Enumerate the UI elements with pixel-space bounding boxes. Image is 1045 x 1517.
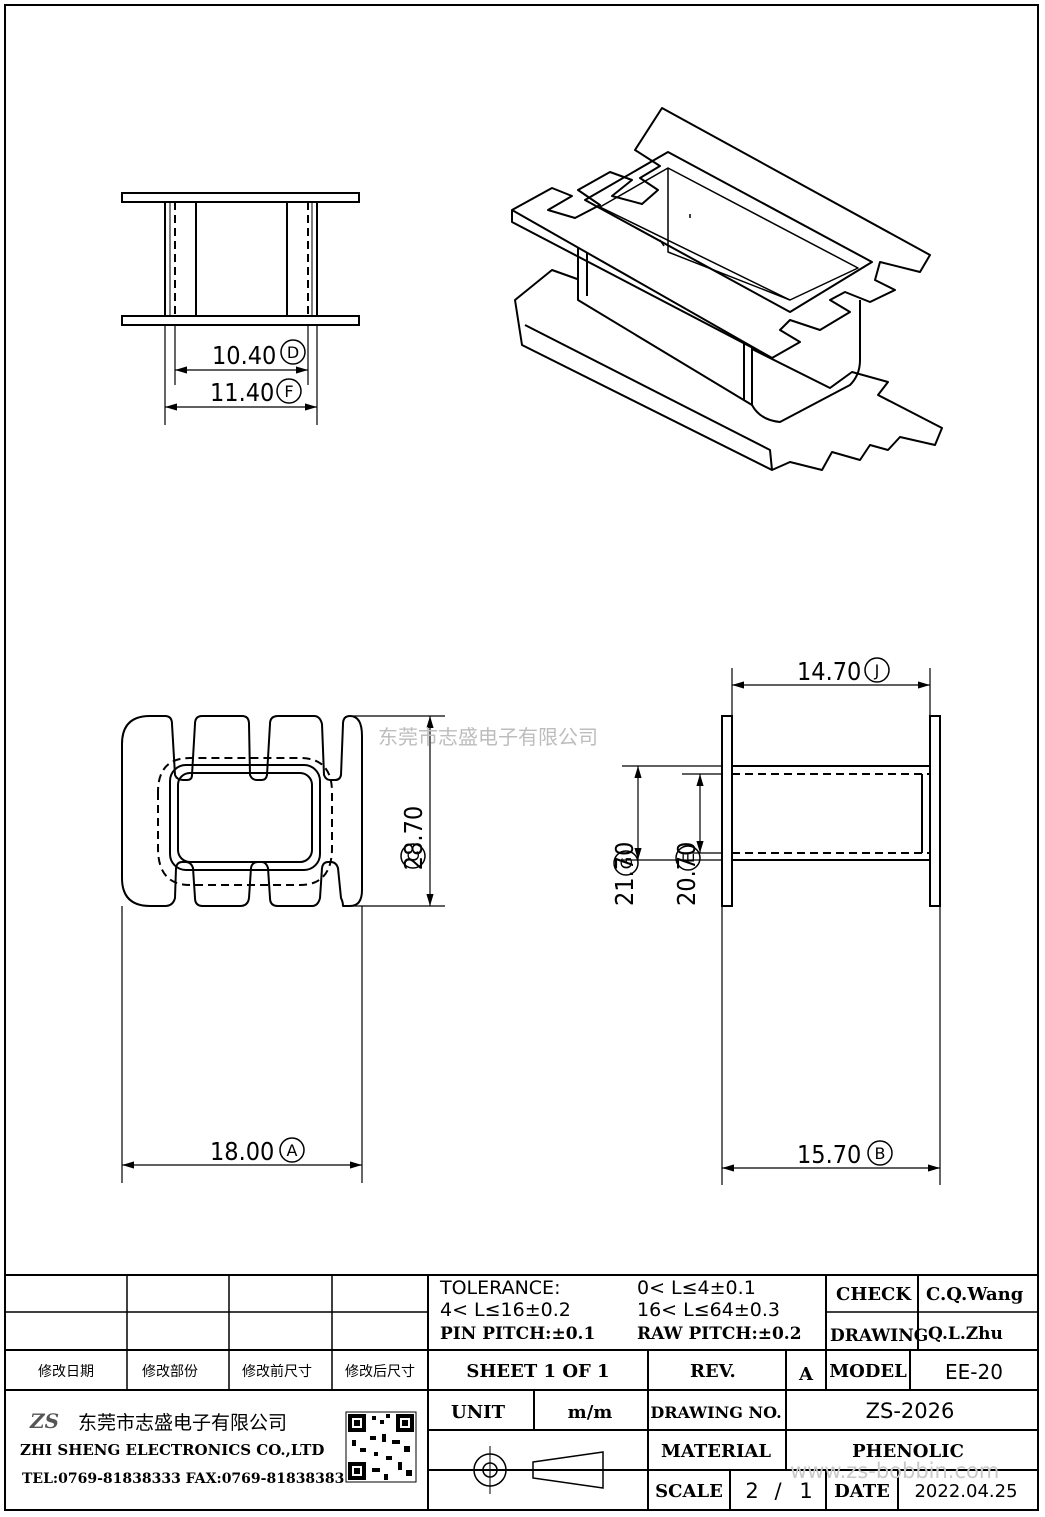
company-name-cn: 东莞市志盛电子有限公司 xyxy=(78,1412,287,1434)
dim-b-label: B xyxy=(875,1144,886,1163)
tolerance-label: TOLERANCE: xyxy=(439,1277,560,1299)
dim-g-value: 21.70 xyxy=(610,842,639,906)
tolerance-2: 4< L≤16±0.2 xyxy=(440,1299,571,1321)
watermark-text: 东莞市志盛电子有限公司 xyxy=(378,725,598,749)
material-value: PHENOLIC xyxy=(852,1441,964,1462)
pin-pitch: PIN PITCH:±0.1 xyxy=(440,1324,595,1344)
scale-b: 1 xyxy=(799,1479,812,1503)
title-block-grid xyxy=(4,1274,1039,1511)
title-block-text: 修改日期 修改部份 修改前尺寸 修改后尺寸 TOLERANCE: 0< L≤4±… xyxy=(20,1277,1024,1503)
front-view xyxy=(613,657,941,1185)
drawing-label: DRAWING xyxy=(830,1326,928,1346)
rev-header-date: 修改日期 xyxy=(38,1364,94,1380)
plan-view xyxy=(121,715,445,1183)
dim-f-value: 11.40 xyxy=(210,378,274,407)
qr-code xyxy=(345,1411,417,1483)
company-contact: TEL:0769-81838333 FAX:0769-81838383 xyxy=(22,1471,344,1487)
sheet-text: SHEET 1 OF 1 xyxy=(466,1361,609,1382)
dim-a-label: A xyxy=(287,1141,298,1160)
date-value: 2022.04.25 xyxy=(914,1481,1017,1502)
tolerance-1: 0< L≤4±0.1 xyxy=(637,1277,756,1299)
dim-g-label: G xyxy=(617,857,636,869)
rev-header-before: 修改前尺寸 xyxy=(242,1363,312,1380)
drawing-value: Q.L.Zhu xyxy=(928,1324,1003,1344)
dim-b-value: 15.70 xyxy=(797,1140,861,1169)
company-name-en: ZHI SHENG ELECTRONICS CO.,LTD xyxy=(20,1441,324,1459)
scale-sep: / xyxy=(774,1479,782,1503)
raw-pitch: RAW PITCH:±0.2 xyxy=(637,1324,802,1344)
dim-j-label: J xyxy=(874,661,880,680)
dim-j-value: 14.70 xyxy=(797,657,861,686)
date-label: DATE xyxy=(834,1481,890,1502)
top-side-dim-labels: 10.40 D 11.40 F xyxy=(210,341,299,407)
model-value: EE-20 xyxy=(945,1360,1003,1384)
tolerance-3: 16< L≤64±0.3 xyxy=(637,1299,780,1321)
front-dim-labels: 14.70 J 15.70 B 21.70 G 20.70 E xyxy=(610,657,885,1169)
dim-e-value: 20.70 xyxy=(672,842,701,906)
projection-symbol-icon xyxy=(466,1446,615,1494)
top-side-view xyxy=(121,192,360,425)
dim-c-label: C xyxy=(404,850,423,861)
rev-header-after: 修改后尺寸 xyxy=(345,1364,415,1380)
unit-label: UNIT xyxy=(451,1402,506,1423)
plan-dim-labels: 18.00 A 28.70 C xyxy=(210,806,428,1166)
dim-d-label: D xyxy=(287,343,299,362)
model-label: MODEL xyxy=(829,1361,907,1382)
material-label: MATERIAL xyxy=(661,1441,771,1462)
isometric-view xyxy=(511,107,943,471)
rev-label: REV. xyxy=(690,1361,736,1382)
rev-header-part: 修改部份 xyxy=(142,1364,198,1380)
unit-value: m/m xyxy=(568,1402,613,1423)
drawing-no-label: DRAWING NO. xyxy=(650,1403,781,1422)
dim-c-value: 28.70 xyxy=(399,806,428,870)
check-value: C.Q.Wang xyxy=(926,1284,1024,1305)
company-logo: ZS xyxy=(29,1409,59,1433)
watermark-url: www.zs-bobbin.com xyxy=(790,1459,999,1483)
dim-a-value: 18.00 xyxy=(210,1137,274,1166)
dim-d-value: 10.40 xyxy=(212,341,276,370)
dim-f-label: F xyxy=(284,382,293,401)
rev-value: A xyxy=(798,1364,814,1385)
scale-label: SCALE xyxy=(655,1481,723,1502)
scale-a: 2 xyxy=(745,1479,758,1503)
dim-e-label: E xyxy=(679,853,698,863)
drawing-frame xyxy=(4,4,1039,1511)
drawing-no-value: ZS-2026 xyxy=(866,1399,955,1423)
check-label: CHECK xyxy=(836,1284,912,1305)
